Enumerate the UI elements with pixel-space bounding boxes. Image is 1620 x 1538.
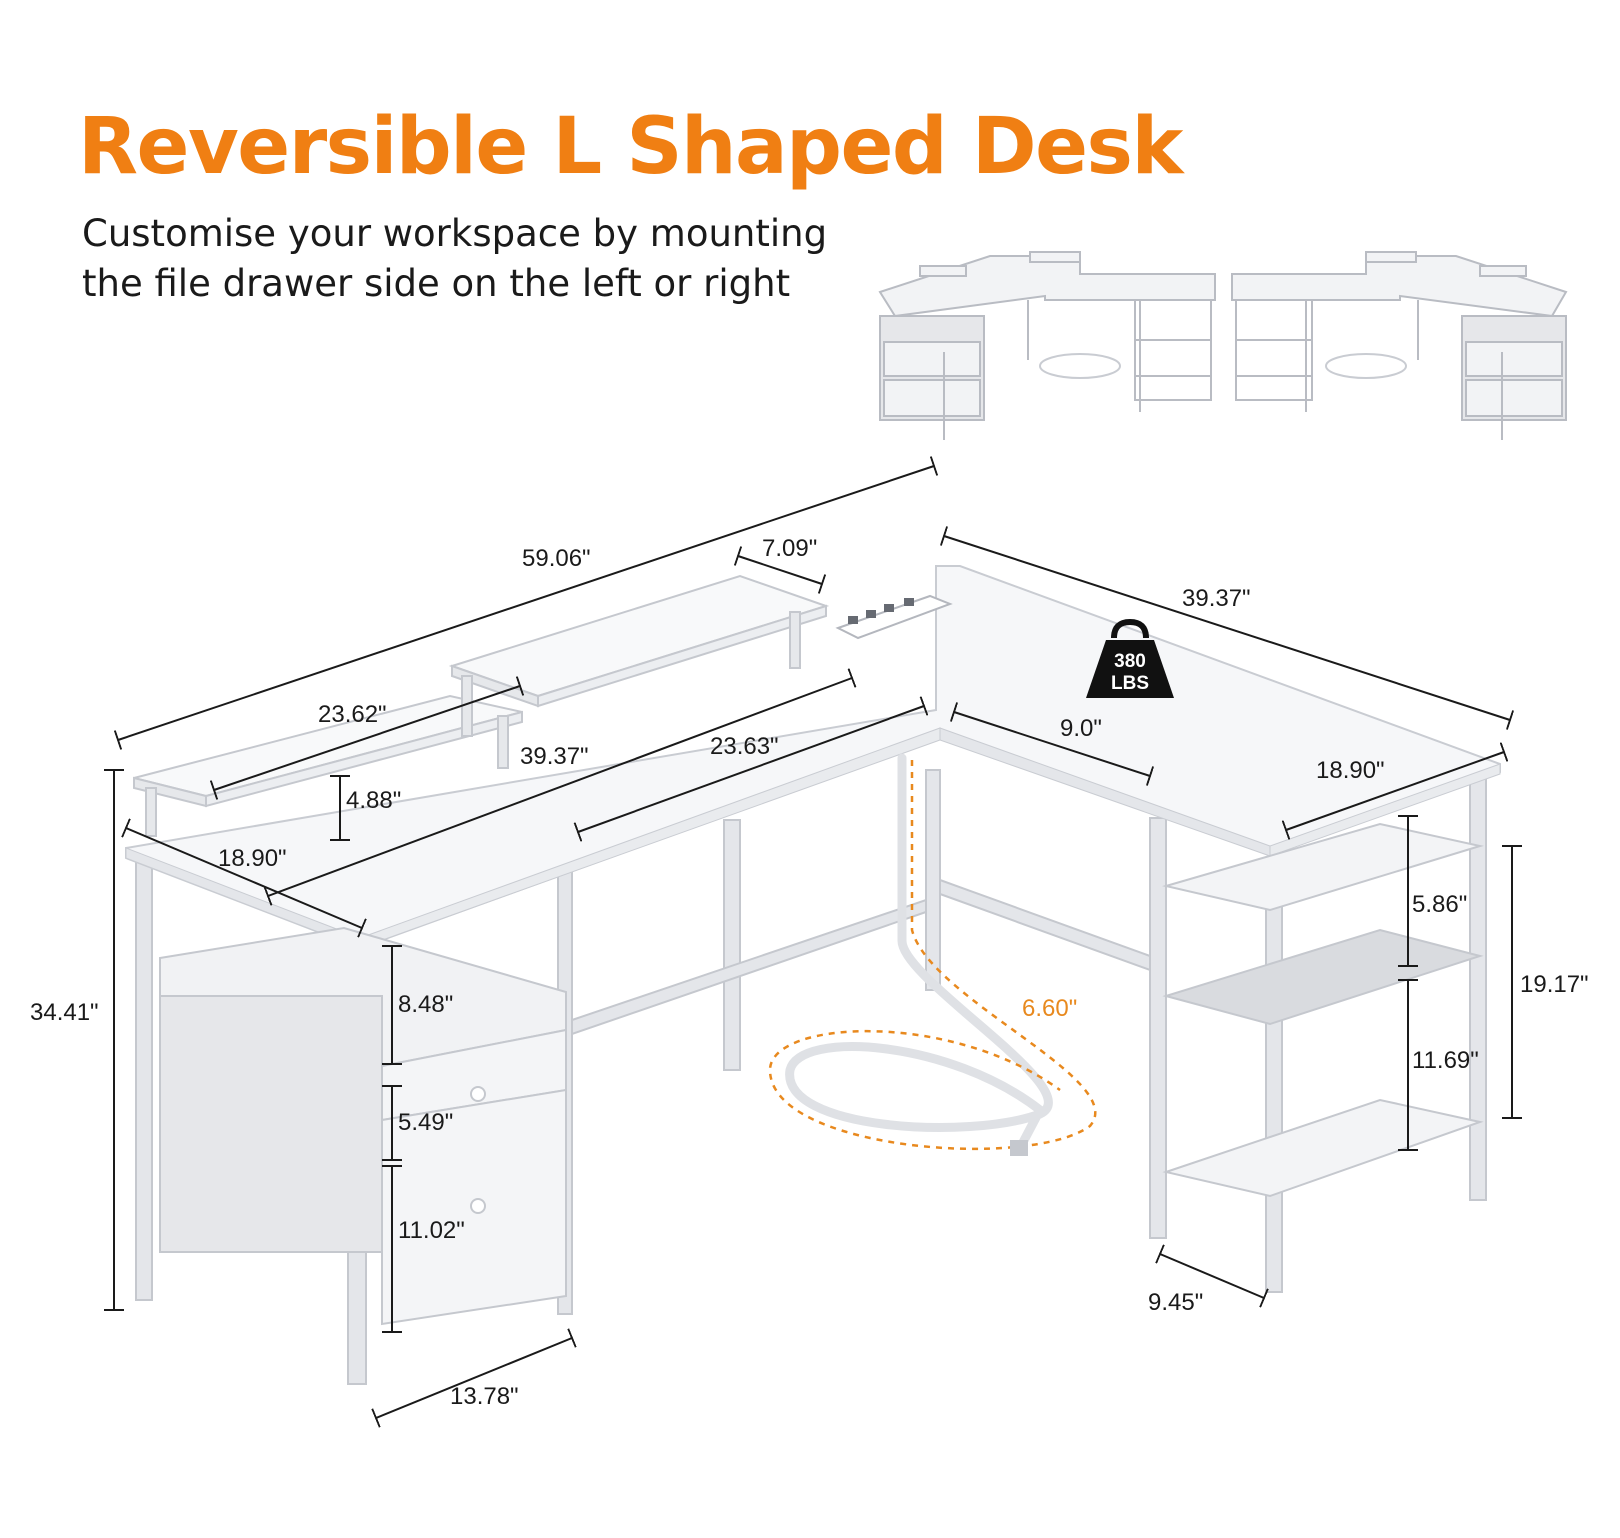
subtitle-line-1: Customise your workspace by mounting xyxy=(82,212,828,255)
weight-badge-line-2: LBS xyxy=(1111,673,1149,694)
file-drawer-cabinet xyxy=(159,926,567,1326)
dim-cabinet-width: 13.78" xyxy=(450,1383,519,1410)
dim-riser-width: 23.62" xyxy=(318,701,387,728)
dim-bottom-drawer-height: 11.02" xyxy=(398,1217,465,1244)
page-title: Reversible L Shaped Desk xyxy=(78,102,1183,192)
dim-side-depth: 18.90" xyxy=(1316,757,1385,784)
dim-total-height: 34.41" xyxy=(30,999,99,1026)
dim-riser-depth: 7.09" xyxy=(762,535,817,562)
dim-side-length: 39.37" xyxy=(1182,585,1251,612)
thumbnail-left-config xyxy=(878,251,1216,440)
side-shelving xyxy=(1162,822,1484,1198)
dim-lower-shelf-gap: 11.69" xyxy=(1412,1047,1479,1074)
dim-top-inner: 23.63" xyxy=(710,733,779,760)
dim-open-shelf-height: 8.48" xyxy=(398,991,453,1018)
dim-riser-height: 4.88" xyxy=(346,787,401,814)
dim-corner-width: 9.0" xyxy=(1060,715,1102,742)
dim-upper-shelf-gap: 5.86" xyxy=(1412,891,1467,918)
dim-top-drawer-height: 5.49" xyxy=(398,1109,453,1136)
power-cable xyxy=(768,753,1097,1156)
dim-desk-length: 59.06" xyxy=(522,545,591,572)
weight-badge-line-1: 380 xyxy=(1114,651,1146,672)
thumbnail-right-config xyxy=(1231,251,1568,440)
dim-shelf-width: 9.45" xyxy=(1148,1289,1203,1316)
subtitle-line-2: the file drawer side on the left or righ… xyxy=(82,262,791,305)
dimension-labels: 59.06" 7.09" 39.37" 23.62" 4.88" 18.90" … xyxy=(30,535,1589,1410)
dim-cable-length: 6.60" xyxy=(1022,995,1077,1022)
dim-leg-span: 39.37" xyxy=(520,743,589,770)
dimension-lines xyxy=(104,456,1522,1428)
dim-desk-depth-left: 18.90" xyxy=(218,845,287,872)
dim-shelf-unit-height: 19.17" xyxy=(1520,971,1589,998)
power-outlet-strip xyxy=(835,594,953,640)
